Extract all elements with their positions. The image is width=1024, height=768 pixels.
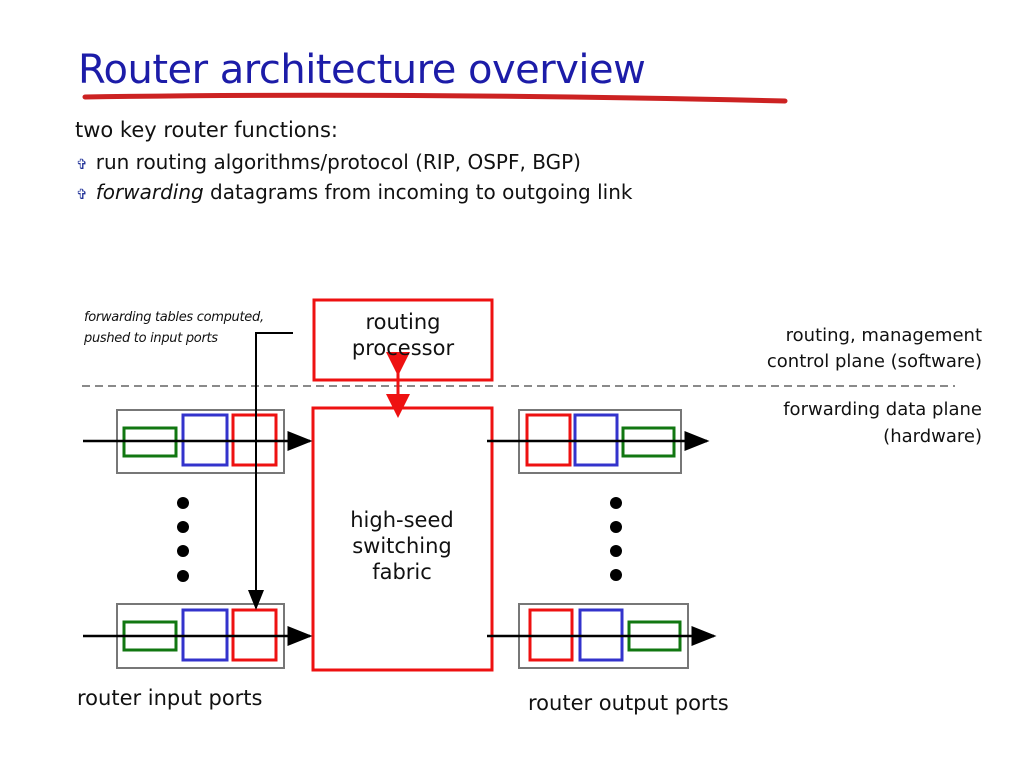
routing-processor-label: routing [365,310,441,334]
cross-bullet-icon: ✞ [76,157,88,173]
control-plane-label: control plane (software) [766,351,982,372]
output-port-bottom [487,603,717,669]
bullet-item: ✞run routing algorithms/protocol (RIP, O… [76,150,581,174]
routing-processor-label: processor [351,336,455,360]
cross-bullet-icon: ✞ [76,187,88,203]
title-underline [82,92,788,104]
page-title: Router architecture overview [78,47,646,93]
fabric-label: switching [352,534,452,558]
input-port-top [83,409,313,474]
data-plane-label: forwarding data plane [783,399,982,420]
note-line: pushed to input ports [84,331,218,346]
intro-text: two key router functions: [75,118,338,142]
forwarding-table-arrow [248,332,293,610]
output-port-top [487,409,710,474]
output-ports-label: router output ports [528,691,729,715]
input-port-bottom [83,603,313,669]
data-plane-label: (hardware) [883,426,982,447]
fabric-label: fabric [372,560,432,584]
bullet-item: ✞forwarding datagrams from incoming to o… [76,180,633,204]
ellipsis-dots-left [177,497,189,582]
ellipsis-dots-right [610,497,622,581]
note-line: forwarding tables computed, [84,310,264,325]
control-plane-label: routing, management [785,325,982,346]
input-ports-label: router input ports [77,686,263,710]
fabric-label: high-seed [350,508,454,532]
